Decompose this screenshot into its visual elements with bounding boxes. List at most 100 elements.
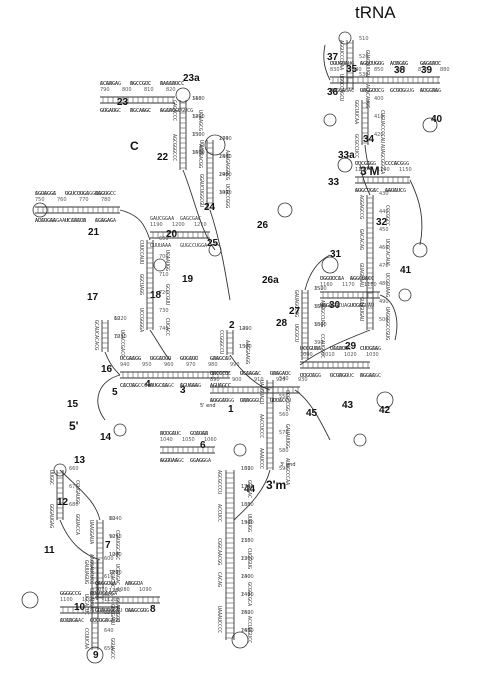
connector-strand xyxy=(209,209,231,301)
connector-strand xyxy=(409,179,423,246)
sequence-fragment: CAAGCCU xyxy=(125,608,146,614)
sequence-fragment: GGGACGU xyxy=(150,356,171,362)
sequence-fragment: CGAUGGCAGC xyxy=(114,530,120,560)
sequence-fragment: GGUAGCC xyxy=(109,638,115,659)
position-number: 1470 xyxy=(219,190,232,196)
sequence-fragment: AAGGAUCUCG xyxy=(88,554,94,584)
position-number: 500 xyxy=(379,317,389,323)
hairpin-loop xyxy=(398,288,412,302)
helix-label: 15 xyxy=(67,399,79,410)
helix-strand xyxy=(96,520,104,600)
position-number: 870 xyxy=(418,67,428,73)
helix-label: 8 xyxy=(150,604,156,615)
sequence-fragment: GAUAUUGG xyxy=(284,424,290,448)
helix-label: 3 xyxy=(180,385,186,396)
position-number: 1360 xyxy=(241,556,254,562)
position-number: 1410 xyxy=(241,592,254,598)
sequence-fragment: AGGCGAC xyxy=(350,276,371,282)
hairpin-loop xyxy=(337,157,353,173)
sequence-fragment: GGGCUGCC xyxy=(350,276,374,282)
position-number: 210 xyxy=(241,538,251,544)
helix-label: 31 xyxy=(330,249,342,260)
sequence-fragment: AGCUCGUGUCG xyxy=(160,108,193,114)
position-number: 840 xyxy=(352,67,362,73)
helix-strand xyxy=(101,320,109,352)
sequence-fragment: CCGGCGA xyxy=(95,581,116,587)
helix-label: 1 xyxy=(228,404,234,415)
sequence-fragment: ACGACAG xyxy=(100,81,121,87)
sequence-fragment: UCGAGAC xyxy=(114,564,120,585)
sequence-fragment: GAUCGGAA xyxy=(150,216,174,222)
sequence-fragment: CGUCGGUG xyxy=(330,61,354,67)
sequence-fragment: UUUGUA xyxy=(330,61,348,67)
sequence-fragment: UGGCCAGCU xyxy=(338,74,344,101)
sequence-fragment: AGUAGCC xyxy=(210,383,231,389)
sequence-fragment: AGCCGCC xyxy=(130,81,151,87)
sequence-fragment: UUGGG xyxy=(330,88,345,94)
sequence-fragment: UGGCCGGG xyxy=(125,608,149,614)
helix-strand xyxy=(179,100,187,170)
sequence-fragment: GUGCACC xyxy=(270,371,291,377)
position-number: 1230 xyxy=(114,334,127,340)
position-number: 570 xyxy=(279,430,289,436)
position-number: 360 xyxy=(314,304,324,310)
hairpin-loop xyxy=(32,202,48,218)
position-number: 900 xyxy=(232,377,242,383)
position-number: 440 xyxy=(379,209,389,215)
sequence-fragment: ACACAUGG xyxy=(364,84,370,108)
position-number: 850 xyxy=(374,67,384,73)
region-3prime-major-label: 3'M xyxy=(360,164,380,178)
sequence-fragment: UCGGCUCUAG xyxy=(320,303,350,309)
position-number: 470 xyxy=(379,263,389,269)
position-number: 560 xyxy=(279,412,289,418)
five-prime-end-label: 5' end xyxy=(200,403,216,409)
connector-strand xyxy=(104,351,121,376)
position-number: 1500 xyxy=(192,132,205,138)
position-number: 290 xyxy=(219,172,229,178)
sequence-fragment: AAGGUA xyxy=(125,581,143,587)
sequence-fragment: UGCACUC xyxy=(83,594,89,615)
sequence-fragment: GCAUCACACG xyxy=(93,320,99,350)
sequence-fragment: UCCGAGG xyxy=(120,356,141,362)
position-number: 1270 xyxy=(109,570,122,576)
hairpin-loop xyxy=(175,87,191,103)
sequence-fragment: UCCGG xyxy=(350,303,365,309)
position-number: 460 xyxy=(379,245,389,251)
sequence-fragment: AGUGCCUCG xyxy=(319,300,325,327)
sequence-fragment: CGGGAGA xyxy=(95,218,116,224)
sequence-fragment: CGGUUCA xyxy=(320,276,341,282)
sequence-fragment: CACUCCC xyxy=(95,191,116,197)
helix-label: 2 xyxy=(229,320,235,331)
hairpin-loop xyxy=(113,423,127,437)
sequence-fragment: CCAACGAC xyxy=(60,618,84,624)
sequence-fragment: AUCUGGAGAAU xyxy=(35,218,68,224)
helix-label: 26a xyxy=(262,275,279,286)
hairpin-loop xyxy=(204,134,226,156)
sequence-fragment: CUCCGUG xyxy=(246,548,252,569)
sequence-fragment: CUUCCAUU xyxy=(138,240,144,264)
position-number: 1080 xyxy=(117,587,130,593)
sequence-fragments: AUCUGGAGAAUCGGGGGCUCAAACAGGUCCUGAGGAGCAC… xyxy=(35,40,441,659)
hairpin-loop xyxy=(21,591,39,609)
position-number: 1170 xyxy=(342,282,355,288)
sequence-fragment: UACCCCC xyxy=(210,371,231,377)
sequence-fragment: AACCUUCC xyxy=(160,81,184,87)
sequence-fragment: UCCGGGGA xyxy=(138,308,144,332)
position-number: 310 xyxy=(192,96,202,102)
position-number: 820 xyxy=(166,87,176,93)
position-number: 740 xyxy=(159,326,169,332)
position-number: 1010 xyxy=(322,352,335,358)
position-number: 230 xyxy=(241,574,251,580)
position-number: 580 xyxy=(279,448,289,454)
sequence-fragment: AGGGAUGG xyxy=(210,398,234,404)
helix-label: 37 xyxy=(327,52,339,63)
position-number: 1260 xyxy=(109,552,122,558)
sequence-fragment: CACCGC xyxy=(120,383,138,389)
position-number: 810 xyxy=(144,87,154,93)
connector-strand xyxy=(364,144,371,171)
hairpin-loop xyxy=(338,31,352,45)
sequence-fragment: GGGCUGA xyxy=(355,188,376,194)
helix-strand xyxy=(226,330,234,355)
position-number: 60 xyxy=(114,316,120,322)
sequence-fragment: GUGCCG xyxy=(210,398,228,404)
